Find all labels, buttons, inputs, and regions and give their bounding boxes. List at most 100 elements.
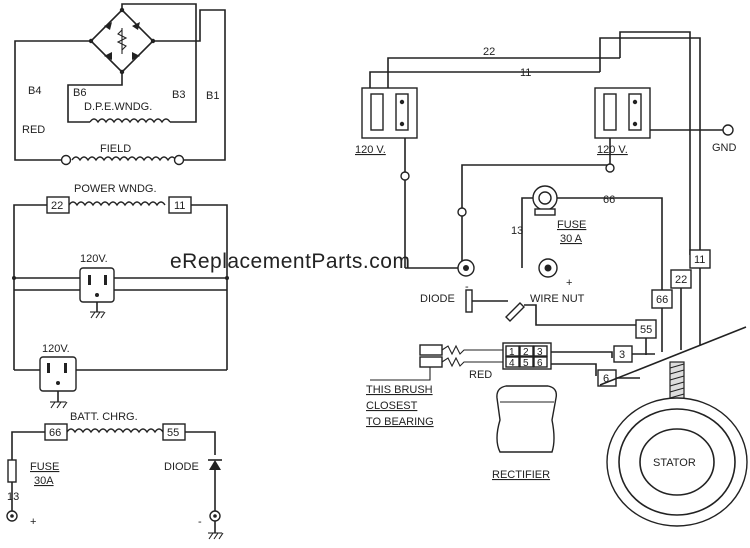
power-winding-coil [68, 201, 166, 207]
wire-left-loop [14, 40, 91, 161]
label-22-top: 22 [483, 46, 495, 58]
label-box55: 55 [167, 427, 179, 439]
stator-bracket [599, 326, 747, 386]
wire-22-right [619, 31, 691, 255]
label-box11: 11 [174, 200, 185, 212]
label-13-right: 13 [511, 225, 523, 237]
label-minus-left: - [198, 516, 202, 528]
label-plus-right: + [566, 277, 572, 289]
label-b6: B6 [73, 87, 86, 99]
label-t1: 1 [509, 347, 515, 358]
label-t5: 5 [523, 358, 529, 369]
field-terminal-left [60, 154, 72, 166]
wire-b6 [67, 72, 123, 115]
label-red-right: RED [469, 369, 492, 381]
label-box3: 3 [619, 349, 625, 361]
fuse-left [7, 459, 17, 483]
label-rectifier: RECTIFIER [492, 469, 550, 481]
connector-3 [605, 163, 615, 173]
wire-66-right [557, 197, 663, 290]
wire-11-top [369, 71, 600, 88]
brush-leader [370, 367, 431, 381]
brush-2-wire [441, 356, 503, 368]
brush-1-wire [441, 344, 503, 356]
label-t4: 4 [509, 358, 515, 369]
stator-stem [669, 361, 685, 405]
dpe-winding-coil [89, 118, 171, 124]
outlet-120v-1 [79, 267, 115, 303]
label-11-top: 11 [520, 67, 531, 79]
field-terminal-right [173, 154, 185, 166]
label-wire-nut: WIRE NUT [530, 293, 585, 305]
label-box6: 6 [603, 373, 609, 385]
label-t2: 2 [523, 347, 529, 358]
label-t6: 6 [537, 358, 543, 369]
wire-3 [551, 351, 613, 358]
label-power-wndg: POWER WNDG. [74, 183, 157, 195]
label-120v-r1: 120 V. [355, 144, 386, 156]
label-30a-right: 30 A [560, 233, 583, 245]
bridge-rectifier [88, 7, 156, 75]
label-brush-2: CLOSEST [366, 400, 418, 412]
label-box66-right: 66 [656, 294, 668, 306]
label-plus-left: + [30, 516, 36, 528]
label-brush-3: TO BEARING [366, 416, 434, 428]
wire-tag-11 [168, 196, 192, 214]
wire-right-loop [153, 9, 226, 161]
label-box22-right: 22 [675, 274, 687, 286]
label-b3: B3 [172, 89, 185, 101]
receptacle-120v-1 [361, 87, 418, 139]
label-box66: 66 [49, 427, 61, 439]
label-b1: B1 [206, 90, 219, 102]
terminal-negative-right [457, 259, 475, 277]
label-box11-right: 11 [694, 254, 705, 266]
wire-power-left [13, 204, 47, 370]
wire-11-right [599, 37, 701, 255]
ground-symbol-1 [90, 311, 106, 319]
ground-symbol-2 [50, 401, 68, 409]
diode-right [465, 289, 508, 313]
outlet-120v-2 [39, 356, 77, 392]
terminal-positive-right [538, 258, 558, 278]
label-minus-right: - [465, 281, 469, 293]
brush-2 [419, 356, 443, 368]
gnd-terminal [722, 124, 734, 136]
ground-symbol-3 [208, 532, 224, 540]
wire-b3 [121, 3, 197, 115]
label-box22: 22 [51, 200, 63, 212]
watermark: eReplacementParts.com [170, 250, 410, 273]
label-stator: STATOR [653, 457, 696, 469]
brush-1 [419, 344, 443, 356]
label-box55-right: 55 [640, 324, 652, 336]
batt-charge-coil [66, 428, 164, 434]
field-coil [71, 156, 177, 162]
connector-1 [400, 171, 410, 181]
rectifier [496, 385, 558, 453]
wire-22-top [387, 57, 620, 88]
label-66-fuse: 66 [603, 194, 615, 206]
receptacle-120v-2 [594, 87, 651, 139]
label-30a-left: 30A [34, 475, 54, 487]
label-dpe: D.P.E.WNDG. [84, 101, 152, 113]
label-batt-chrg: BATT. CHRG. [70, 411, 138, 423]
fuse-holder-right [532, 185, 558, 216]
diode-left [208, 459, 222, 470]
wire-nut [505, 302, 525, 322]
wire-batt-right [185, 431, 216, 455]
label-120v-b: 120V. [42, 343, 70, 355]
stator [606, 397, 748, 527]
label-brush-1: THIS BRUSH [366, 384, 433, 396]
wire-batt-left [11, 431, 45, 460]
wire-6 [551, 363, 597, 376]
wire-dpe-right [170, 115, 197, 123]
label-120v-a: 120V. [80, 253, 108, 265]
label-13-left: 13 [7, 491, 19, 503]
label-diode-right: DIODE [420, 293, 455, 305]
label-gnd: GND [712, 142, 737, 154]
label-diode-left: DIODE [164, 461, 199, 473]
terminal-block [502, 342, 552, 370]
wire-13-right [521, 197, 533, 268]
wire-power-right [191, 204, 228, 370]
wire-55-right [524, 304, 640, 326]
